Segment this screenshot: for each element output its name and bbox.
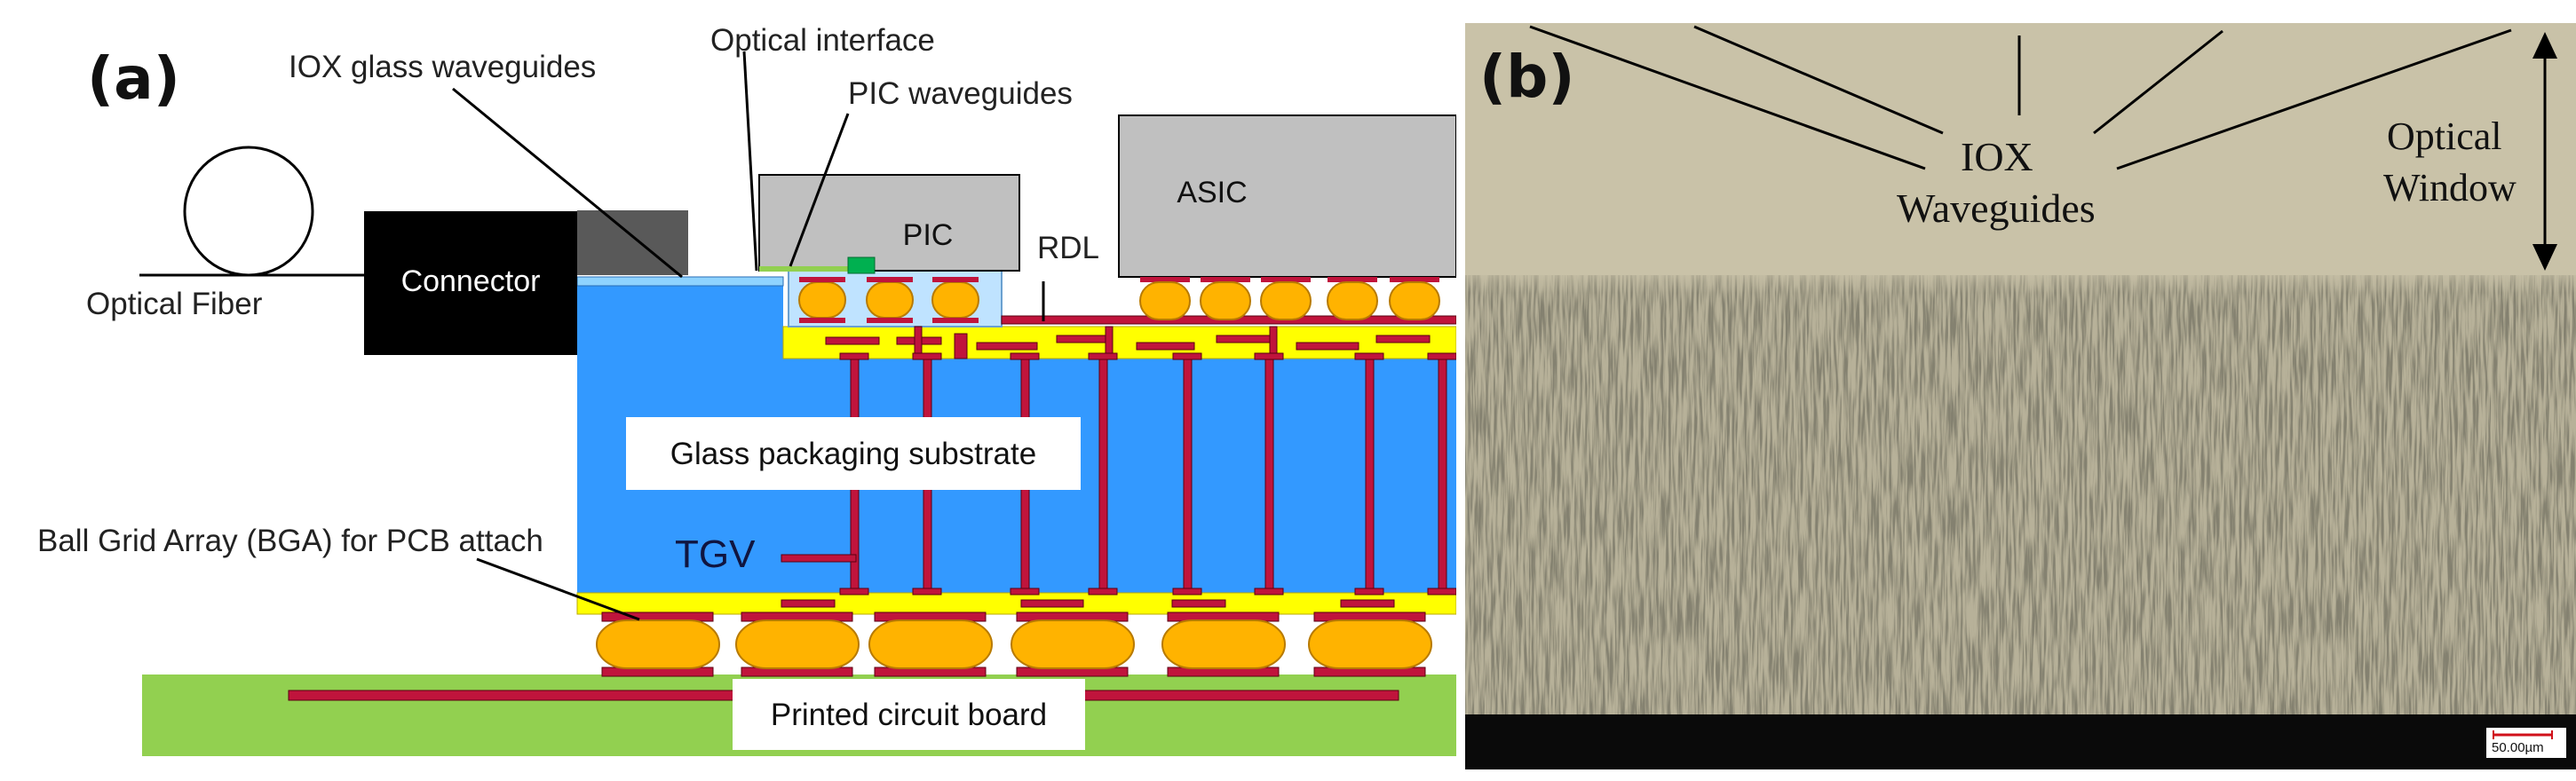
panel-b-micrograph: (b) IOX Waveguides Optical Window 50.00µ… xyxy=(1463,0,2576,781)
connector-ferrule xyxy=(577,210,688,275)
panel-a-tag: (a) xyxy=(87,44,180,113)
optical-interface-label: Optical interface xyxy=(710,23,935,58)
pic-label: PIC xyxy=(902,218,954,252)
optical-fiber-loop xyxy=(183,146,314,277)
iox-glass-waveguides-label: IOX glass waveguides xyxy=(289,50,597,84)
panel-b-tag: (b) xyxy=(1479,43,1575,111)
optical-window-arrow xyxy=(2532,32,2557,271)
optical-label: Optical xyxy=(2387,114,2502,158)
asic-label: ASIC xyxy=(1177,176,1248,209)
asic-microbumps xyxy=(1139,277,1440,320)
pic-microbumps xyxy=(798,281,979,319)
pic-waveguides-label: PIC waveguides xyxy=(848,76,1073,111)
pic-coupler xyxy=(847,256,876,274)
asic-chip xyxy=(1118,114,1456,278)
scale-bar-label: 50.00µm xyxy=(2492,740,2544,755)
iox-waveguide-layer xyxy=(576,276,784,287)
pic-chip xyxy=(758,174,1020,272)
rdl-label: RDL xyxy=(1037,231,1100,265)
panel-a-package-diagram: (a) IOX glass waveguides Optical interfa… xyxy=(37,23,1456,756)
bottom-band xyxy=(1465,714,2576,769)
tgv-label: TGV xyxy=(675,532,756,576)
bga-label: Ball Grid Array (BGA) for PCB attach xyxy=(37,524,543,558)
bga-balls xyxy=(596,611,1432,677)
rdl-bottom-traces xyxy=(781,599,1395,608)
package-cross-section xyxy=(139,51,1456,756)
pcb-label: Printed circuit board xyxy=(770,698,1048,732)
pcb-label-box xyxy=(733,679,1085,750)
micrograph-image xyxy=(1463,0,2576,781)
glass-label-box xyxy=(626,417,1081,490)
iox-pointer-lines xyxy=(1529,25,2512,170)
connector-block xyxy=(364,211,577,355)
waveguides-label: Waveguides xyxy=(1897,185,2096,231)
glass-substrate-label: Glass packaging substrate xyxy=(670,437,1037,471)
window-label: Window xyxy=(2383,166,2517,209)
leader-lines xyxy=(452,51,1045,621)
pic-waveguide-line xyxy=(759,266,848,272)
connector-label: Connector xyxy=(400,264,541,298)
iox-label: IOX xyxy=(1961,134,2033,179)
scale-bar xyxy=(2486,728,2566,758)
rdl-bottom xyxy=(576,592,1456,615)
optical-fiber-label: Optical Fiber xyxy=(86,287,263,321)
textured-substrate-region xyxy=(1465,275,2576,714)
